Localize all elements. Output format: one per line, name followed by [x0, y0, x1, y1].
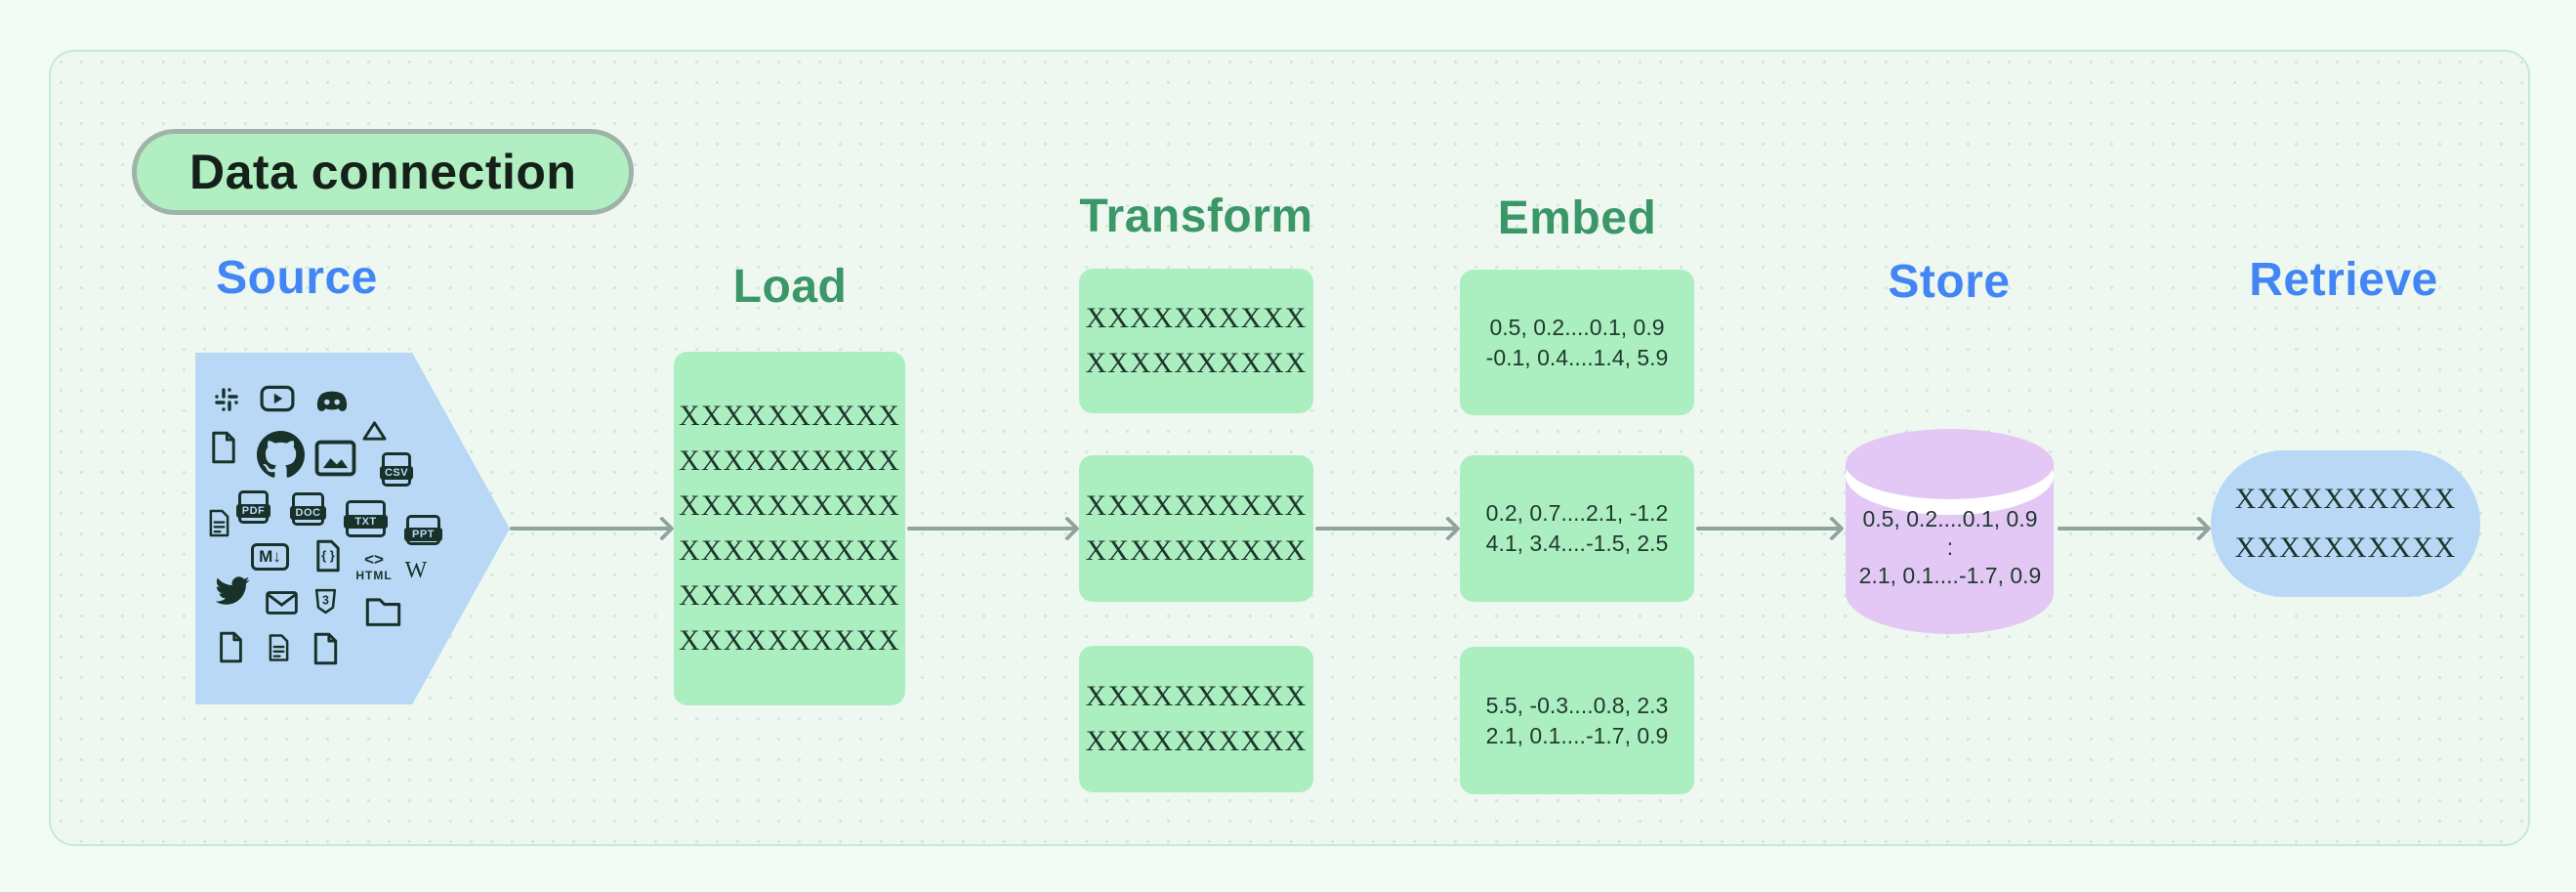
email-icon	[266, 590, 298, 616]
embed-box-2: 0.2, 0.7....2.1, -1.2 4.1, 3.4....-1.5, …	[1460, 455, 1694, 602]
file-icon	[218, 631, 244, 663]
css3-icon: 3	[314, 588, 337, 615]
pdf-file-icon: PDF	[236, 490, 270, 524]
load-line: XXXXXXXXXX	[679, 534, 900, 567]
youtube-icon	[260, 385, 295, 412]
code-file-label: { }	[321, 548, 335, 563]
store-heading: Store	[1888, 256, 2011, 308]
diagram-title-label: Data connection	[189, 145, 577, 199]
csv-label: CSV	[380, 466, 413, 481]
doc-label: DOC	[290, 505, 326, 520]
ppt-file-icon: PPT	[404, 515, 442, 545]
txt-file-icon: TXT	[344, 500, 388, 537]
transform-line: XXXXXXXXXX	[1085, 489, 1308, 522]
embed-vector-line: 0.2, 0.7....2.1, -1.2	[1485, 500, 1669, 526]
github-icon	[257, 431, 305, 479]
load-line: XXXXXXXXXX	[679, 624, 900, 657]
store-vector-line: 0.5, 0.2....0.1, 0.9	[1862, 506, 2038, 531]
csv-file-icon: CSV	[380, 452, 413, 487]
transform-line: XXXXXXXXXX	[1085, 725, 1308, 757]
file-icon	[210, 431, 237, 464]
embed-heading: Embed	[1497, 192, 1657, 244]
ppt-label: PPT	[404, 527, 442, 541]
retrieve-heading: Retrieve	[2249, 254, 2438, 306]
store-vectors: 0.5, 0.2....0.1, 0.9 : 2.1, 0.1....-1.7,…	[1848, 505, 2053, 590]
embed-vector-line: -0.1, 0.4....1.4, 5.9	[1485, 344, 1669, 370]
embed-vector-line: 2.1, 0.1....-1.7, 0.9	[1485, 722, 1669, 748]
embed-box-3: 5.5, -0.3....0.8, 2.3 2.1, 0.1....-1.7, …	[1460, 647, 1694, 794]
transform-box-2: XXXXXXXXXX XXXXXXXXXX	[1079, 455, 1313, 602]
load-line: XXXXXXXXXX	[679, 400, 900, 432]
drive-icon	[362, 420, 387, 442]
wikipedia-icon: W	[404, 558, 428, 583]
twitter-icon	[212, 573, 253, 608]
arrow-load-to-transform	[907, 527, 1075, 531]
arrow-source-to-load	[510, 527, 670, 531]
html-icon: <> HTML	[353, 551, 395, 584]
retrieve-line: XXXXXXXXXX	[2234, 483, 2457, 515]
embed-vector-line: 4.1, 3.4....-1.5, 2.5	[1485, 531, 1669, 556]
vector-store-cylinder	[1844, 427, 2056, 637]
transform-box-3: XXXXXXXXXX XXXXXXXXXX	[1079, 646, 1313, 792]
arrow-embed-to-store	[1696, 527, 1840, 531]
transform-heading: Transform	[1079, 191, 1313, 242]
store-vector-ellipsis: :	[1946, 534, 1954, 560]
document-icon	[208, 507, 230, 539]
load-line: XXXXXXXXXX	[679, 445, 900, 477]
embed-vector-line: 5.5, -0.3....0.8, 2.3	[1485, 692, 1669, 718]
load-heading: Load	[732, 261, 848, 313]
load-box: XXXXXXXXXX XXXXXXXXXX XXXXXXXXXX XXXXXXX…	[674, 352, 905, 705]
source-shape: CSV PDF DOC TXT PPT M↓ { }	[195, 353, 510, 704]
embed-box-1: 0.5, 0.2....0.1, 0.9 -0.1, 0.4....1.4, 5…	[1460, 270, 1694, 415]
store-vector-line: 2.1, 0.1....-1.7, 0.9	[1858, 563, 2042, 588]
arrow-transform-to-embed	[1315, 527, 1456, 531]
load-line: XXXXXXXXXX	[679, 579, 900, 612]
arrow-store-to-retrieve	[2057, 527, 2207, 531]
document-icon	[268, 632, 290, 663]
image-icon	[314, 440, 356, 477]
discord-icon	[312, 387, 352, 415]
diagram-canvas: Data connection Source Load Transform Em…	[49, 50, 2530, 846]
transform-line: XXXXXXXXXX	[1085, 302, 1308, 334]
markdown-label: M↓	[251, 543, 289, 571]
transform-line: XXXXXXXXXX	[1085, 347, 1308, 379]
embed-vector-line: 0.5, 0.2....0.1, 0.9	[1489, 314, 1665, 340]
transform-line: XXXXXXXXXX	[1085, 680, 1308, 712]
diagram-title: Data connection	[132, 129, 635, 215]
transform-box-1: XXXXXXXXXX XXXXXXXXXX	[1079, 269, 1313, 413]
pdf-label: PDF	[236, 503, 270, 518]
markdown-icon: M↓	[251, 543, 289, 571]
code-file-icon: { }	[314, 539, 342, 573]
file-icon	[312, 632, 340, 665]
html-label: HTML	[355, 569, 393, 582]
css3-label: 3	[322, 594, 329, 608]
txt-label: TXT	[344, 515, 388, 530]
source-heading: Source	[216, 252, 378, 304]
html-glyph: <>	[364, 550, 384, 569]
doc-file-icon: DOC	[290, 492, 326, 526]
retrieve-box: XXXXXXXXXX XXXXXXXXXX	[2211, 450, 2480, 597]
retrieve-line: XXXXXXXXXX	[2234, 531, 2457, 564]
folder-icon	[365, 594, 401, 628]
load-line: XXXXXXXXXX	[679, 489, 900, 522]
transform-line: XXXXXXXXXX	[1085, 534, 1308, 567]
slack-icon	[213, 386, 240, 413]
